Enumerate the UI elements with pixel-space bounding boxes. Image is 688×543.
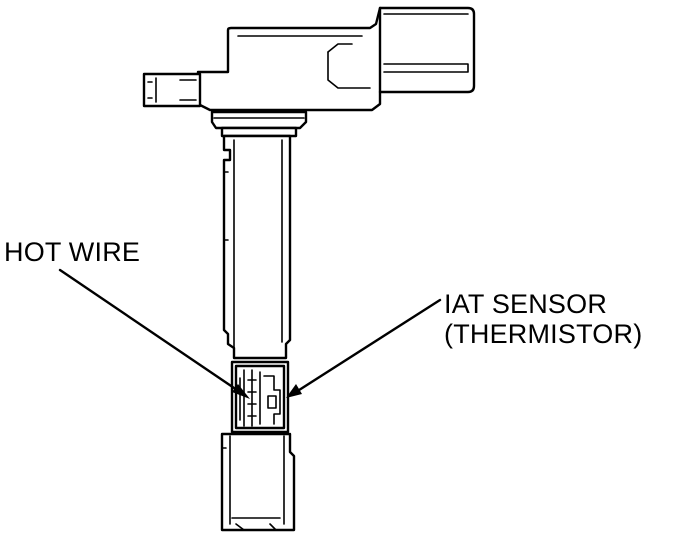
hot-wire-leader bbox=[58, 268, 250, 399]
connector-housing bbox=[142, 6, 476, 138]
thermistor-label: (THERMISTOR) bbox=[444, 319, 643, 349]
iat-sensor-leader bbox=[286, 298, 442, 398]
probe-stem bbox=[222, 134, 292, 360]
iat-sensor-label: IAT SENSOR bbox=[444, 289, 608, 319]
sensing-head bbox=[220, 360, 296, 532]
hot-wire-label: HOT WIRE bbox=[4, 237, 141, 267]
